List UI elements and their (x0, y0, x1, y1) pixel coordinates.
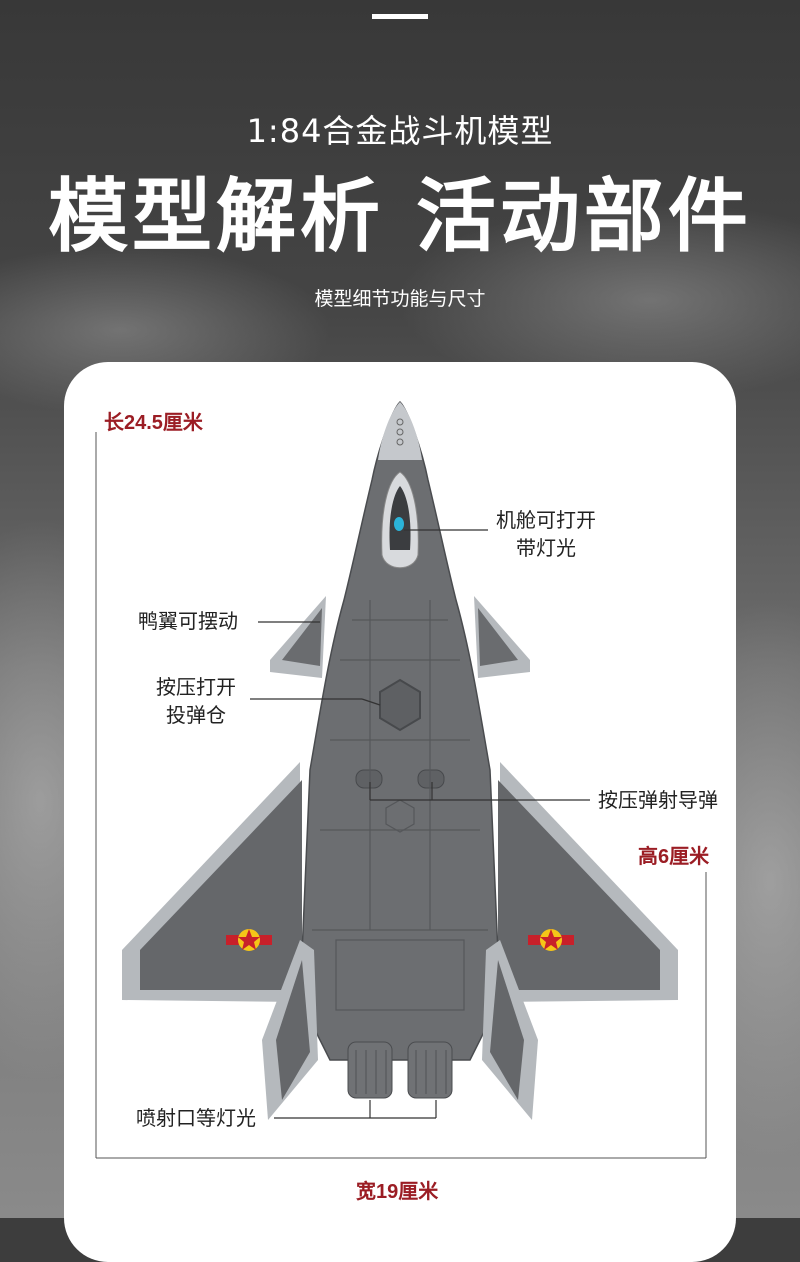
callout-canopy: 机舱可打开 带灯光 (496, 506, 596, 562)
callout-canopy-line-1: 机舱可打开 (496, 508, 596, 532)
page-subline: 模型细节功能与尺寸 (314, 288, 486, 310)
callout-leaders (250, 529, 590, 1119)
callout-missile: 按压弹射导弹 (598, 788, 718, 812)
callout-bay-line-2: 投弹仓 (166, 703, 226, 727)
top-bar-accent (372, 14, 428, 19)
star-roundel-left-icon (226, 929, 272, 951)
star-roundel-right-icon (528, 929, 574, 951)
jet-diagram (95, 400, 707, 1159)
height-dimension-label: 高6厘米 (638, 846, 710, 868)
callout-canard: 鸭翼可摆动 (138, 609, 238, 633)
length-dimension-label: 长24.5厘米 (104, 412, 203, 434)
callout-nozzle: 喷射口等灯光 (136, 1106, 256, 1130)
callout-canopy-line-2: 带灯光 (516, 536, 576, 560)
product-kicker: 1:84合金战斗机模型 (246, 112, 554, 150)
callout-bay-line-1: 按压打开 (156, 675, 236, 699)
page-headline: 模型解析 活动部件 (48, 170, 752, 263)
dimension-frame (95, 432, 707, 1159)
width-dimension-label: 宽19厘米 (356, 1181, 439, 1203)
fighter-jet-icon (122, 400, 678, 1120)
callout-bay: 按压打开 投弹仓 (156, 673, 236, 729)
